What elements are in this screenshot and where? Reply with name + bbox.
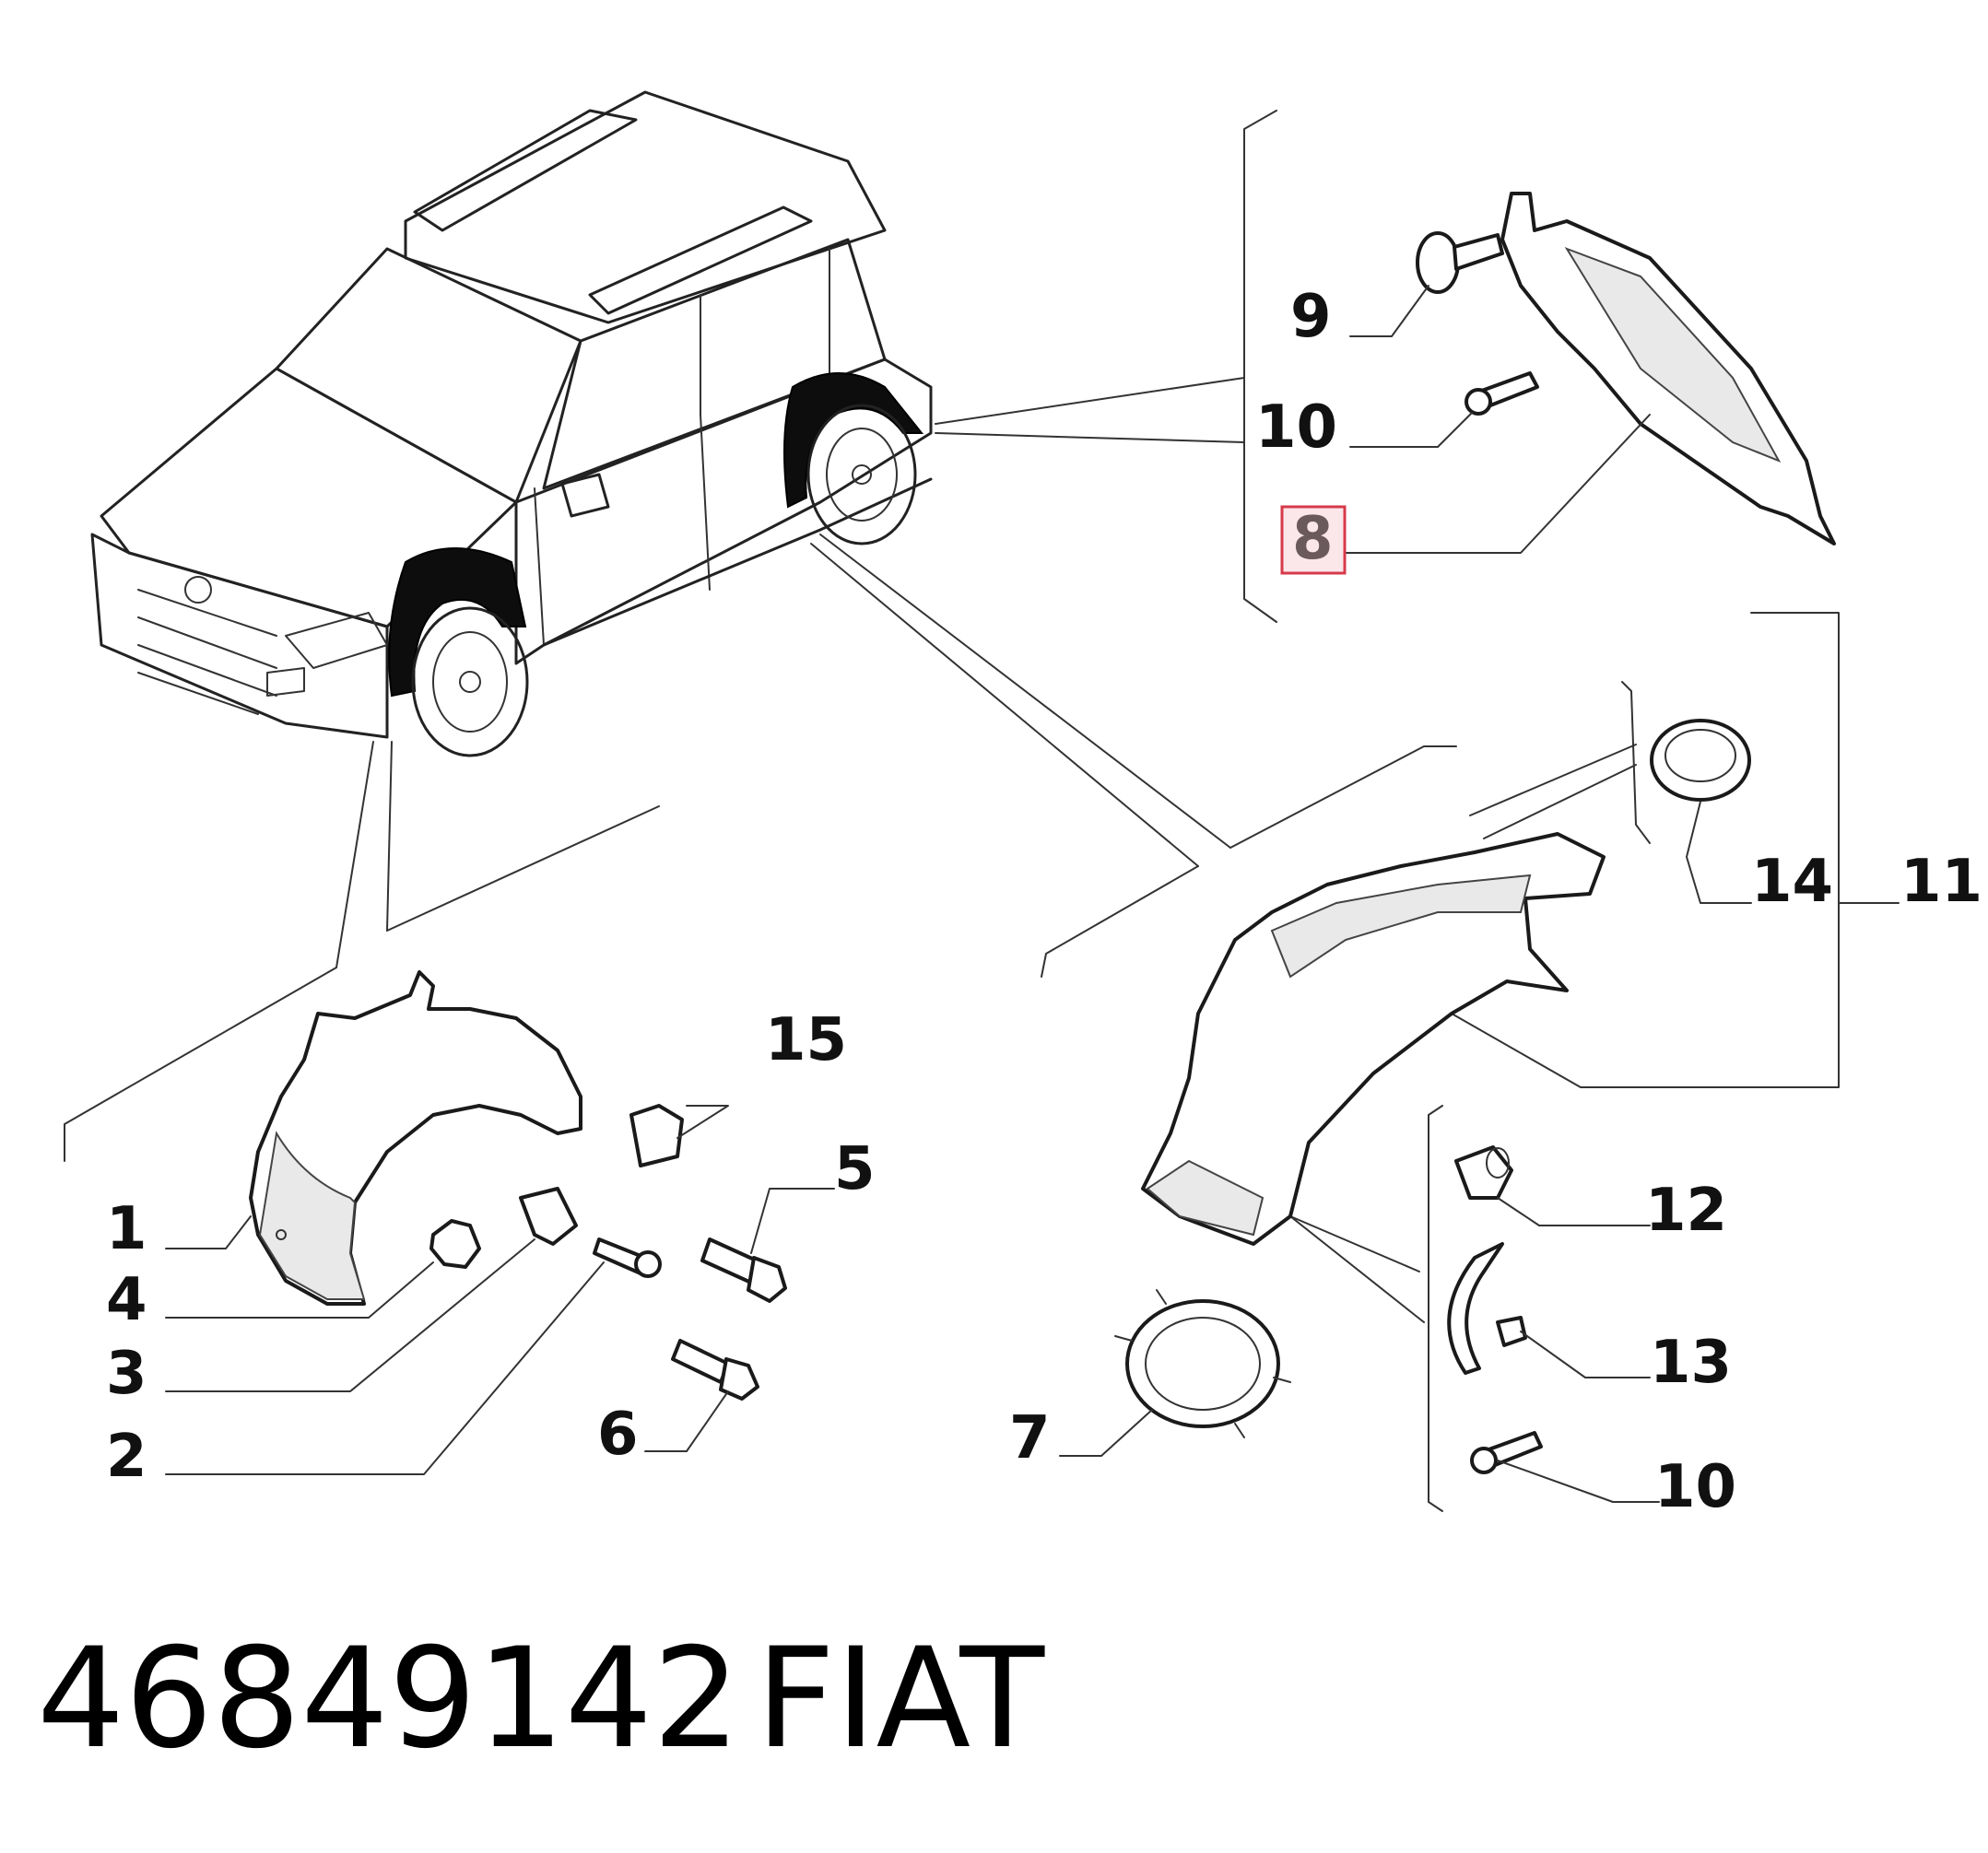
brand-name: FIAT xyxy=(756,1619,1045,1779)
screw-2-icon xyxy=(593,1237,662,1278)
callout-2: 2 xyxy=(106,1423,147,1491)
callout-10-bottom: 10 xyxy=(1654,1453,1736,1521)
cover-7-icon xyxy=(1114,1289,1291,1438)
bolt-5-icon xyxy=(700,1237,787,1303)
callout-13: 13 xyxy=(1650,1329,1732,1397)
leader-lines xyxy=(64,110,1840,1512)
callout-14: 14 xyxy=(1751,848,1833,916)
callout-6: 6 xyxy=(597,1401,639,1469)
callout-9: 9 xyxy=(1290,283,1332,351)
cap-14-icon xyxy=(1650,719,1751,802)
callout-15: 15 xyxy=(765,1006,847,1074)
callout-3: 3 xyxy=(106,1340,147,1408)
clip-3-icon xyxy=(519,1187,578,1246)
callout-8: 8 xyxy=(1292,505,1334,573)
callout-7: 7 xyxy=(1009,1404,1051,1472)
part-number: 46849142 xyxy=(37,1619,740,1779)
callout-8-highlight xyxy=(1280,505,1347,575)
callout-1: 1 xyxy=(106,1195,147,1263)
callout-12: 12 xyxy=(1645,1177,1727,1245)
rivet-12-icon xyxy=(1454,1145,1513,1200)
bolt-6-icon xyxy=(671,1339,759,1401)
car-illustration xyxy=(90,90,933,757)
callout-11: 11 xyxy=(1900,848,1982,916)
part-group-front-liner xyxy=(249,970,787,1401)
callout-5: 5 xyxy=(834,1135,876,1203)
part-group-rear-arch xyxy=(1114,719,1751,1474)
bracket-15-icon xyxy=(629,1104,684,1167)
screw-10-top-icon xyxy=(1465,371,1539,416)
callout-leaders xyxy=(165,285,1900,1503)
strap-13-icon xyxy=(1447,1242,1527,1375)
push-clip-9-icon xyxy=(1416,231,1460,294)
screw-10-bottom-icon xyxy=(1470,1431,1543,1474)
part-group-rear-liner xyxy=(1416,192,1836,545)
nut-4-icon xyxy=(429,1219,481,1269)
callout-4: 4 xyxy=(106,1266,147,1334)
callout-10-top: 10 xyxy=(1255,393,1337,462)
